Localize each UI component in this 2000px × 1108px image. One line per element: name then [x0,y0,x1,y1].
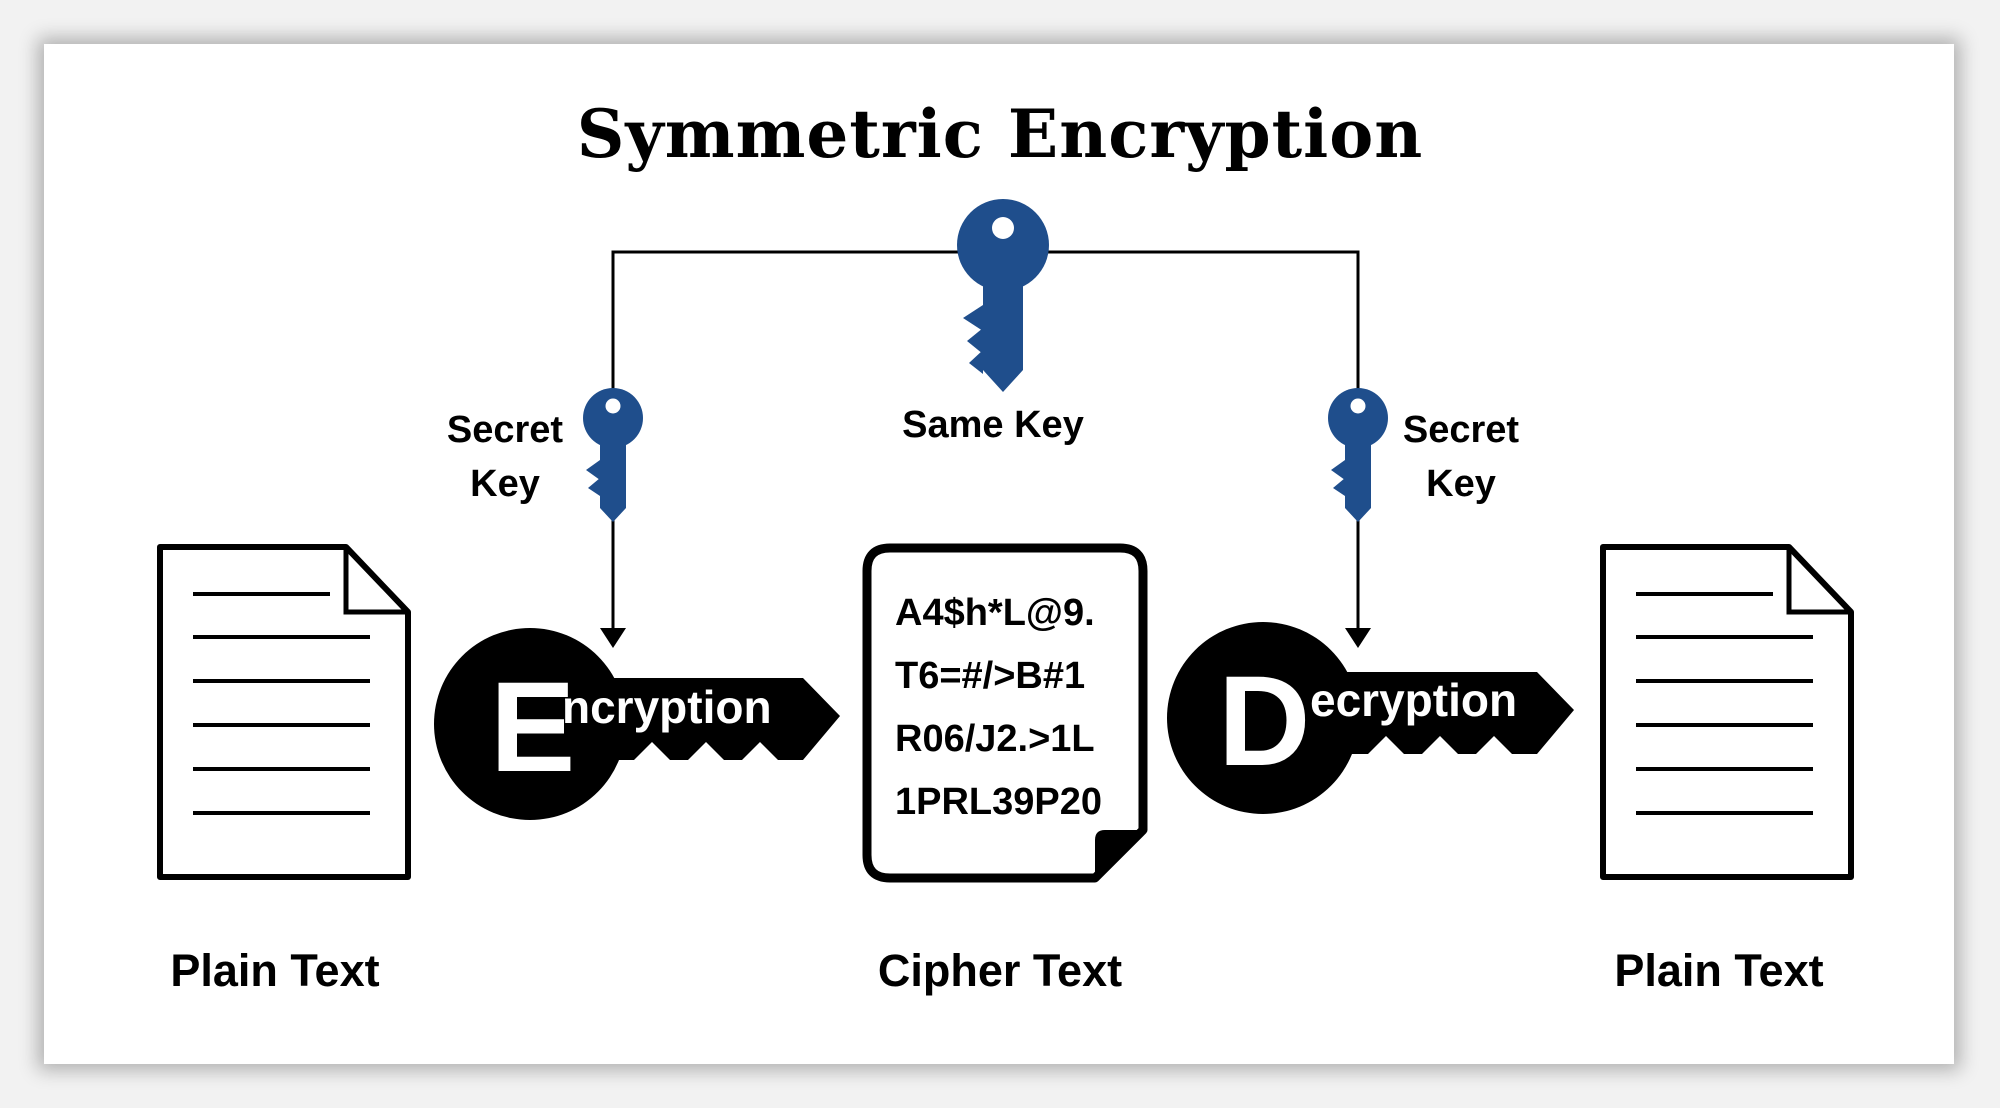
arrow-down-right [1345,628,1371,648]
secret-key-left-icon [583,388,643,522]
plain-text-right-document-icon [1600,544,1854,880]
caption-plain-text-left: Plain Text [170,945,380,996]
secret-key-right-label: Secret Key [1396,403,1526,511]
secret-key-right-line1: Secret [1402,409,1520,451]
decryption-rest: ecryption [1310,674,1517,726]
secret-key-right-icon [1328,388,1388,522]
cipher-document-icon [862,543,1148,883]
caption-plain-text-right: Plain Text [1614,945,1824,996]
secret-key-right-line2: Key [1426,463,1496,505]
encryption-initial: E [490,656,575,799]
arrow-down-left [600,628,626,648]
cipher-text-content: A4$h*L@9. T6=#/>B#1 R06/J2.>1L 1PRL39P20 [895,582,1102,834]
cipher-line: A4$h*L@9. [895,592,1095,634]
same-key-label: Same Key [902,404,1084,446]
cipher-line: T6=#/>B#1 [895,655,1086,697]
diagram-title: Symmetric Encryption [576,95,1424,173]
decryption-initial: D [1218,650,1310,793]
secret-key-left-line1: Secret [446,409,564,451]
cipher-line: 1PRL39P20 [895,781,1103,823]
caption-cipher-text: Cipher Text [877,945,1123,996]
encryption-rest: ncryption [562,681,772,733]
encryption-key-icon [434,628,840,820]
secret-key-left-line2: Key [470,463,540,505]
plain-text-left-document-icon [157,544,411,880]
decryption-key-icon [1167,622,1574,814]
cipher-line: R06/J2.>1L [895,718,1095,760]
same-key-icon [957,199,1049,392]
secret-key-left-label: Secret Key [440,403,570,511]
